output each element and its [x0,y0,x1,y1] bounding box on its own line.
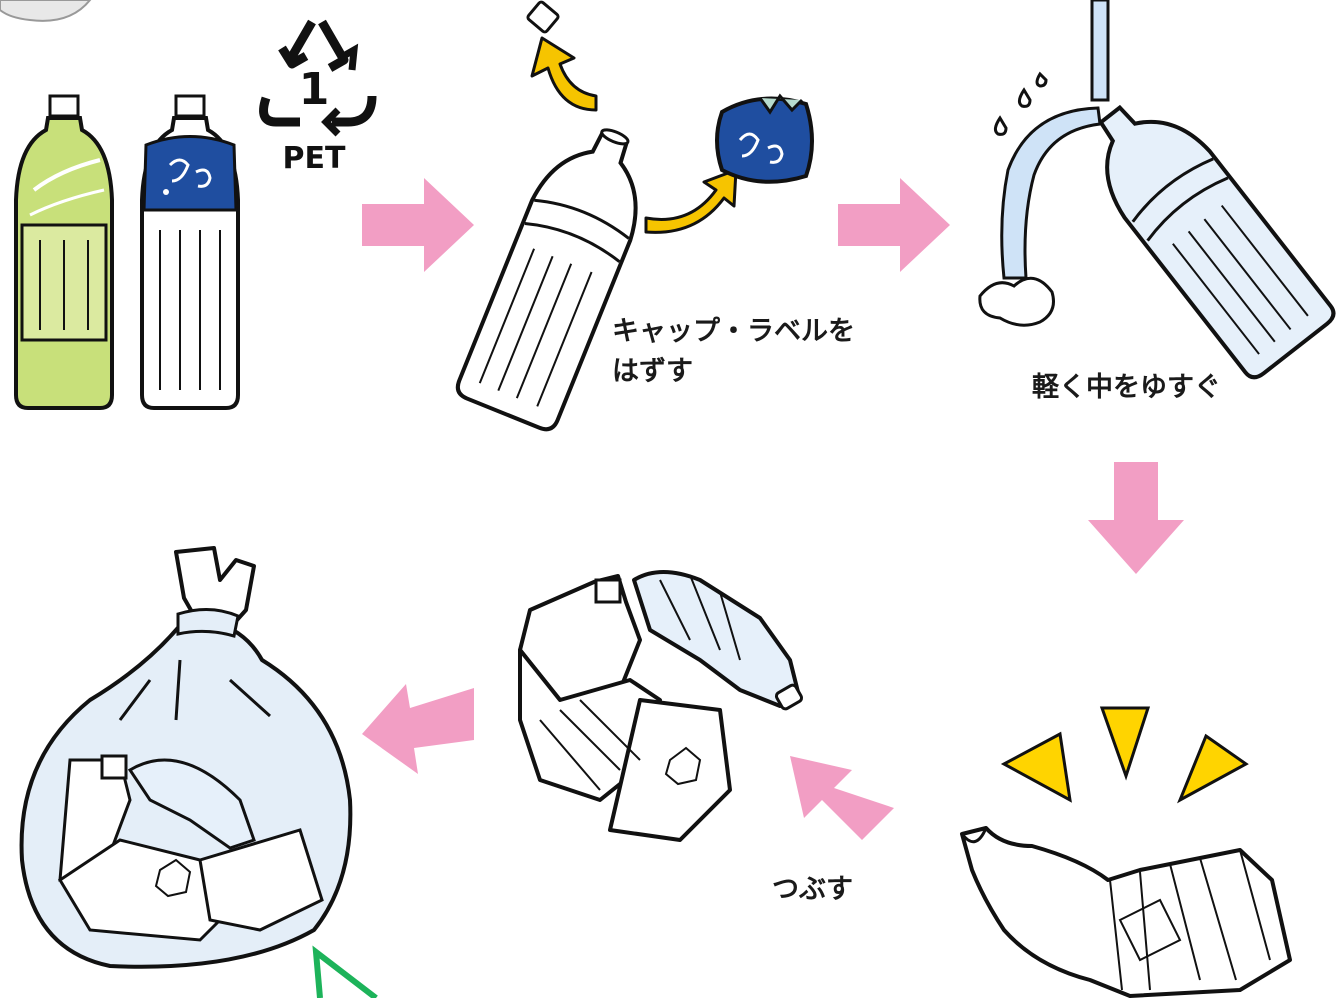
rinsing-bottle [1098,104,1336,380]
green-cord [312,945,378,1001]
arrow-up-left [790,756,894,840]
step-rinse-label: 軽く中をゆすぐ [1032,372,1221,403]
yellow-arrow-cap [530,36,598,112]
corner-shape [0,0,92,22]
pet-label: PET [283,141,346,176]
water-bottle [140,94,240,410]
yellow-arrow-label [644,168,738,234]
green-tea-bottle [14,94,114,410]
arrow-left [362,684,474,774]
water-stream [978,0,1110,327]
step-remove-label: キャップ・ラベルを はずす [612,316,864,387]
recycle-number: 1 [299,64,330,115]
removed-cap-icon [526,0,560,34]
arrow-right-2 [838,178,950,272]
pet-recycle-symbol: 1 PET [259,19,377,176]
impact-triangles [1000,706,1249,804]
crushed-bottles [518,570,804,842]
arrow-down [1088,462,1184,574]
arrow-right-1 [362,178,474,272]
crushing-bottle [960,826,1292,998]
garbage-bag [19,546,353,969]
step-crush-label: つぶす [772,874,853,905]
tilted-bottle [455,128,638,432]
removed-label-icon [715,93,814,184]
